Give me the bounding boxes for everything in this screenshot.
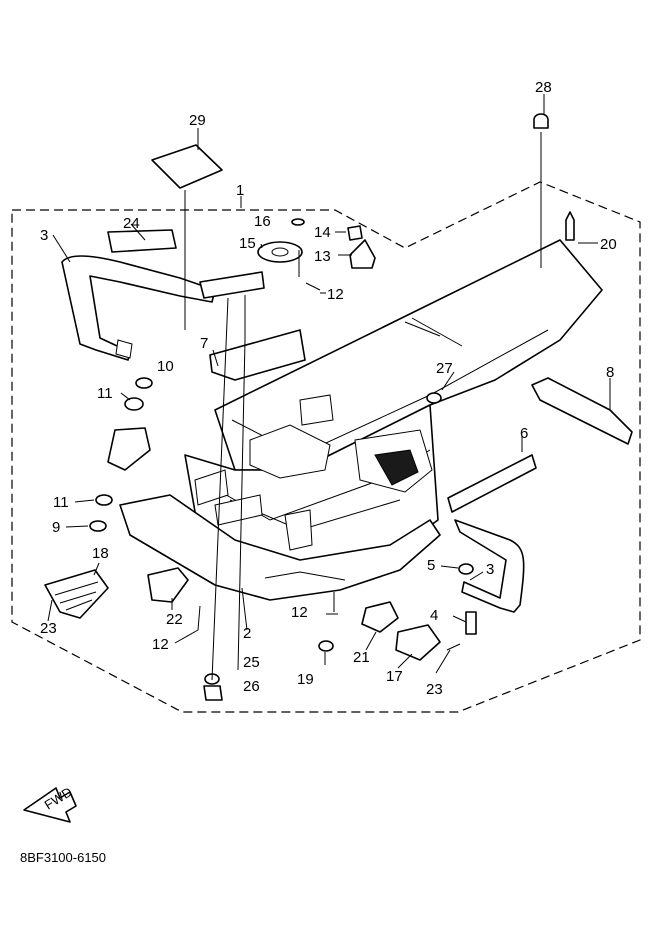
callout-9: 9: [52, 519, 60, 536]
plate-29: [151, 144, 223, 189]
bumper-3-right: [454, 519, 525, 613]
washer-16: [291, 218, 305, 226]
cap-19: [318, 640, 334, 652]
side-rail-6: [447, 454, 537, 513]
callout-5: 5: [427, 557, 435, 574]
engine-mount-left: [107, 427, 151, 471]
callout-2: 2: [243, 625, 251, 642]
callout-14: 14: [314, 224, 331, 241]
callout-17: 17: [386, 668, 403, 685]
bushing-9: [89, 520, 107, 532]
callout-8: 8: [606, 364, 614, 381]
cap-28: [533, 113, 549, 129]
callout-15: 15: [239, 235, 256, 252]
nut-14: [347, 225, 363, 241]
callout-3-right: 3: [486, 561, 494, 578]
bushing-11-top: [124, 397, 144, 411]
callout-11-low: 11: [53, 494, 69, 511]
assembly-boundary-outline: [11, 181, 641, 713]
callout-10: 10: [157, 358, 174, 375]
callout-13: 13: [314, 248, 331, 265]
nut-26: [203, 685, 223, 701]
callout-19: 19: [297, 671, 314, 688]
callout-23-right: 23: [426, 681, 443, 698]
callout-20: 20: [600, 236, 617, 253]
callout-22: 22: [166, 611, 183, 628]
callout-23-left: 23: [40, 620, 57, 637]
leader-lines: [47, 94, 611, 681]
bolt-4: [465, 611, 477, 635]
rear-stay-8: [531, 377, 633, 445]
bumper-3-left: [61, 255, 216, 361]
pin-20: [565, 211, 575, 241]
cross-member-7: [209, 329, 306, 381]
callout-6: 6: [520, 425, 528, 442]
callout-16: 16: [254, 213, 271, 230]
bracket-13: [349, 239, 376, 269]
fwd-arrow-icon: FWD: [23, 784, 77, 823]
plate-21: [361, 601, 399, 633]
callout-21: 21: [353, 649, 370, 666]
boot-18: [44, 569, 109, 619]
callout-29: 29: [189, 112, 206, 129]
callout-28: 28: [535, 79, 552, 96]
callout-26: 26: [243, 678, 260, 695]
callout-labels: 1 2 3 3 4 5 6 7 8 9 10 11 11 12 12 12 12…: [40, 79, 617, 698]
callout-25: 25: [243, 654, 260, 671]
front-bumper-24: [107, 229, 177, 253]
callout-3: 3: [40, 227, 48, 244]
callout-24: 24: [123, 215, 140, 232]
callout-12-left: 12: [152, 636, 169, 653]
nut-5: [458, 563, 474, 575]
plate-22: [147, 567, 189, 603]
callout-12-top: 12: [327, 286, 344, 303]
callout-27: 27: [436, 360, 453, 377]
part-code: 8BF3100-6150: [20, 850, 106, 865]
callout-7: 7: [200, 335, 208, 352]
callout-4: 4: [430, 607, 438, 624]
callout-12-mid: 12: [291, 604, 308, 621]
callout-1: 1: [236, 182, 244, 199]
plate-17: [395, 624, 441, 661]
bushing-10: [135, 377, 153, 389]
callout-18: 18: [92, 545, 109, 562]
bushing-11-low: [95, 494, 113, 506]
grommet-27: [426, 392, 442, 404]
frame-lower-skid: [119, 494, 441, 601]
callout-11-top: 11: [97, 385, 113, 402]
